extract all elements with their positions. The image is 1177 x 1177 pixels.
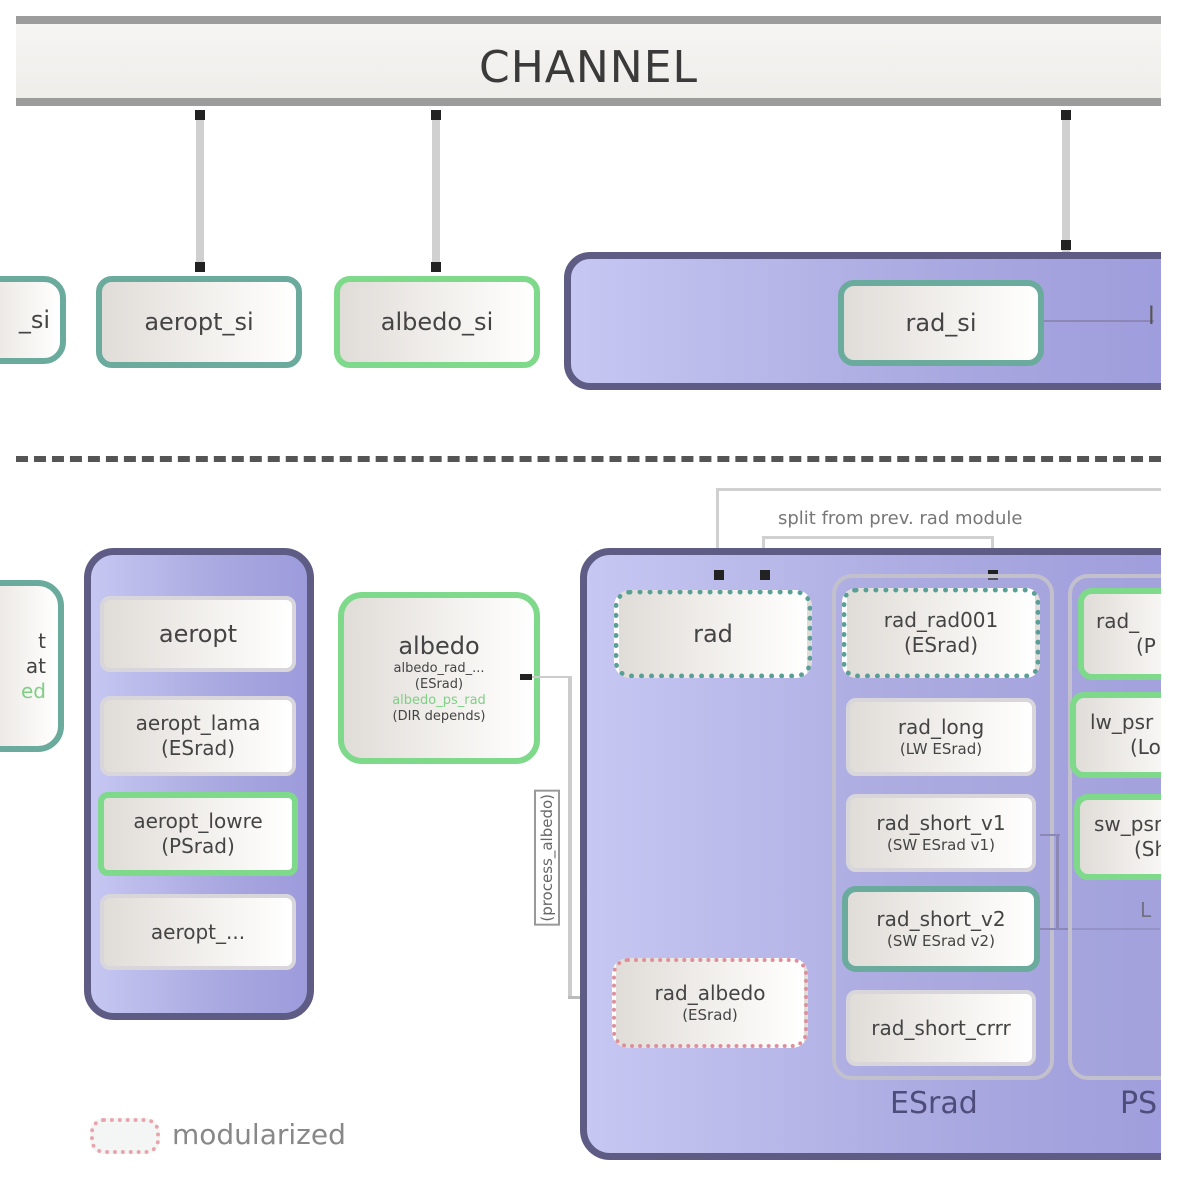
rad-albedo-box[interactable]: rad_albedo (ESrad) <box>612 958 808 1048</box>
aeropt-lama-sub: (ESrad) <box>160 736 236 760</box>
psrad-rad-sub: (P <box>1136 634 1156 658</box>
esrad-label: ESrad <box>890 1086 978 1121</box>
partial-si-box[interactable]: _si <box>0 276 66 364</box>
right-margin <box>1161 0 1177 1177</box>
aeropt-si-label: aeropt_si <box>144 308 254 336</box>
rad-long-sub: (LW ESrad) <box>899 740 983 759</box>
rad-short-v2-sub: (SW ESrad v2) <box>887 932 995 951</box>
sw-psrad-label: sw_psr <box>1094 812 1163 836</box>
channel-bar: CHANNEL <box>16 16 1161 106</box>
psrad-label: PS <box>1120 1086 1158 1121</box>
rad-si-label: rad_si <box>905 309 977 337</box>
albedo-box[interactable]: albedo albedo_rad_... (ESrad) albedo_ps_… <box>338 592 540 764</box>
connector-rad-si <box>1062 114 1070 254</box>
albedo-line3: albedo_ps_rad <box>392 693 486 708</box>
rad-si-cut-label: l <box>1148 302 1155 330</box>
aeropt-lowre-sub: (PSrad) <box>161 834 235 858</box>
aeropt-lowre-box[interactable]: aeropt_lowre (PSrad) <box>98 792 298 876</box>
rad-short-v1-box[interactable]: rad_short_v1 (SW ESrad v1) <box>846 794 1036 872</box>
aeropt-lama-box[interactable]: aeropt_lama (ESrad) <box>100 696 296 776</box>
albedo-line2: (ESrad) <box>414 676 464 692</box>
partial-si-label: _si <box>18 306 50 334</box>
section-divider <box>16 456 1161 462</box>
split-connector-end <box>760 570 770 580</box>
connector-end <box>195 110 205 120</box>
connector-albedo-si <box>432 114 440 266</box>
albedo-link-vertical <box>568 676 572 998</box>
short-link-vertical <box>1056 834 1059 930</box>
rad-label: rad <box>693 620 733 648</box>
albedo-line4: (DIR depends) <box>392 709 486 725</box>
connector-aeropt-si <box>196 114 204 266</box>
partial-left-line2: at <box>25 653 46 678</box>
split-note: split from prev. rad module <box>774 508 1027 529</box>
rad-long-label: rad_long <box>897 715 985 740</box>
short-v1-link <box>1040 834 1060 836</box>
connector-end <box>431 110 441 120</box>
legend-modularized-label: modularized <box>172 1118 346 1151</box>
aeropt-lowre-label: aeropt_lowre <box>133 809 263 833</box>
connector-end <box>1061 110 1071 120</box>
rad-short-crrr-box[interactable]: rad_short_crrr <box>846 990 1036 1066</box>
aeropt-etc-label: aeropt_... <box>150 919 246 944</box>
rad-rad001-label: rad_rad001 <box>883 608 999 632</box>
split-connector-end <box>714 570 724 580</box>
sw-psrad-sub: (Sh <box>1134 837 1168 861</box>
rad-box[interactable]: rad <box>614 590 812 678</box>
lw-psrad-label: lw_psr <box>1090 710 1154 734</box>
process-albedo-note: (process_albedo) <box>534 790 560 926</box>
partial-left-line3: ed <box>21 678 46 703</box>
partial-left-line1: t <box>38 628 46 653</box>
sw-psrad-box[interactable]: sw_psr (Sh <box>1074 794 1177 880</box>
rad-si-link <box>1044 320 1154 322</box>
lw-psrad-box[interactable]: lw_psr (Lo <box>1070 692 1177 778</box>
rad-short-v1-label: rad_short_v1 <box>876 811 1006 836</box>
rad-rad001-sub: (ESrad) <box>903 633 979 657</box>
aeropt-box[interactable]: aeropt <box>100 596 296 672</box>
psrad-cut-label: L <box>1140 898 1152 922</box>
psrad-rad-box[interactable]: rad_ (P <box>1078 588 1177 680</box>
lw-psrad-sub: (Lo <box>1130 735 1161 759</box>
channel-label: CHANNEL <box>478 42 699 93</box>
rad-short-v2-label: rad_short_v2 <box>876 907 1006 932</box>
short-v2-link <box>1040 928 1160 930</box>
rad-short-v2-box[interactable]: rad_short_v2 (SW ESrad v2) <box>842 886 1040 972</box>
aeropt-label: aeropt <box>158 620 238 648</box>
partial-left-box[interactable]: t at ed <box>0 580 64 752</box>
albedo-title: albedo <box>398 631 480 660</box>
rad-long-box[interactable]: rad_long (LW ESrad) <box>846 698 1036 776</box>
aeropt-etc-box[interactable]: aeropt_... <box>100 894 296 970</box>
split-note-outline <box>716 488 1166 578</box>
albedo-si-box[interactable]: albedo_si <box>334 276 540 368</box>
albedo-line1: albedo_rad_... <box>393 660 485 676</box>
rad-short-v1-sub: (SW ESrad v1) <box>887 836 995 855</box>
albedo-connector-end <box>520 674 532 680</box>
rad-si-box[interactable]: rad_si <box>838 280 1044 366</box>
rad-albedo-label: rad_albedo <box>654 981 766 1006</box>
rad-albedo-sub: (ESrad) <box>682 1006 738 1025</box>
legend-modularized-swatch <box>90 1118 160 1154</box>
connector-end <box>431 262 441 272</box>
psrad-rad-label: rad_ <box>1096 609 1140 633</box>
rad-rad001-box[interactable]: rad_rad001 (ESrad) <box>842 588 1040 678</box>
rad-short-crrr-label: rad_short_crrr <box>871 1015 1011 1040</box>
aeropt-lama-label: aeropt_lama <box>135 711 261 735</box>
albedo-si-label: albedo_si <box>380 308 494 336</box>
connector-end <box>1061 240 1071 250</box>
albedo-link <box>532 676 572 678</box>
aeropt-si-box[interactable]: aeropt_si <box>96 276 302 368</box>
connector-end <box>195 262 205 272</box>
